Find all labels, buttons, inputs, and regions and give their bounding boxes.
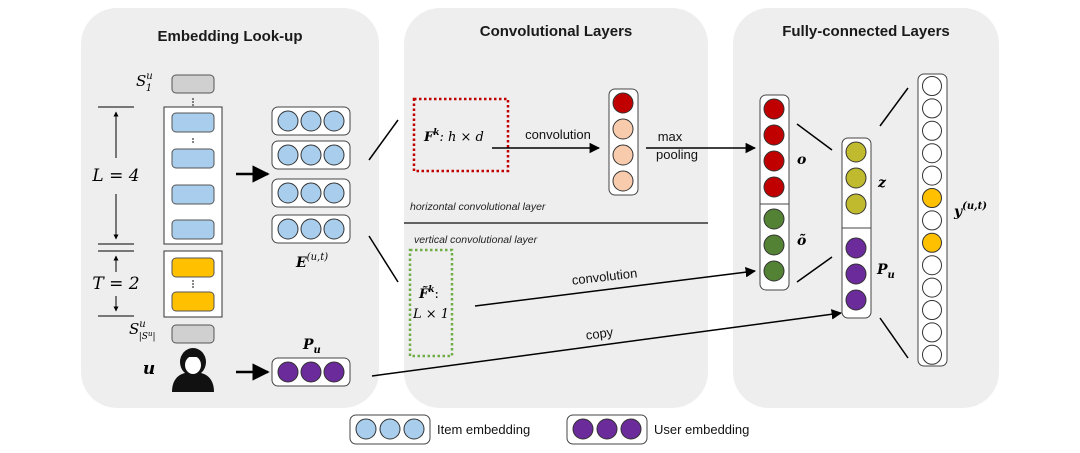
label-vertical-layer: vertical convolutional layer (414, 234, 538, 246)
legend-item (349, 414, 431, 445)
label-pooling: pooling (656, 147, 698, 162)
label-convolution-v: convolution (571, 265, 638, 287)
label-copy: copy (585, 324, 615, 343)
sequence-last-item (171, 324, 215, 344)
label-Pu-right: Pu (876, 262, 895, 281)
label-convolution-h: convolution (525, 127, 591, 142)
arrow-copy (371, 309, 843, 377)
label-z: z (877, 175, 887, 191)
bracket-T (98, 250, 134, 317)
label-L: L = 4 (91, 166, 139, 186)
fc-line-z-y-bottom (879, 317, 909, 359)
window-item-3 (171, 184, 215, 205)
bracket-L (98, 106, 134, 245)
dots-top (192, 98, 194, 106)
window-item-2 (171, 148, 215, 169)
user-icon (172, 348, 214, 392)
panel-title-conv: Convolutional Layers (480, 23, 633, 40)
window-item-1 (171, 112, 215, 133)
output-unit (922, 210, 942, 231)
label-sn: Su|Su| (129, 319, 156, 342)
label-Fk-vertical: F̃k: (418, 285, 439, 302)
user-embedding-Pu (271, 357, 351, 387)
target-item-2 (171, 291, 215, 312)
panel-title-embedding: Embedding Look-up (158, 28, 303, 45)
fc-line-o-z-bottom (796, 256, 833, 283)
horizontal-conv-output (608, 88, 639, 196)
output-unit (922, 322, 942, 343)
output-unit (922, 98, 942, 119)
concat-o-otilde (759, 94, 790, 291)
sequence-first-item (171, 74, 215, 94)
output-unit (922, 277, 942, 298)
label-T: T = 2 (92, 274, 139, 294)
dots-target (192, 280, 194, 288)
output-unit (922, 188, 942, 208)
horizontal-filter (412, 97, 510, 173)
output-unit (922, 300, 942, 320)
vertical-filter (408, 248, 454, 358)
window-item-4 (171, 219, 215, 240)
label-y: y(u,t) (953, 201, 987, 220)
arrow-vertical-conv (474, 266, 757, 307)
legend-user (566, 414, 648, 445)
output-unit (922, 76, 942, 96)
label-Fk-vertical-dim: L × 1 (412, 307, 449, 322)
output-unit (922, 232, 942, 253)
panel-title-fc: Fully-connected Layers (782, 23, 950, 40)
output-unit (922, 165, 942, 186)
label-E: E(u,t) (295, 252, 328, 271)
dots-mid (192, 138, 194, 143)
label-Pu-left: Pu (302, 337, 321, 356)
embedding-matrix-E (271, 106, 351, 244)
label-horizontal-layer: horizontal convolutional layer (410, 201, 546, 213)
line-E-to-horizontal (368, 119, 399, 161)
label-max: max (658, 129, 683, 144)
fc-line-z-y-top (879, 87, 909, 127)
legend-item-label: Item embedding (437, 422, 530, 437)
label-Fk-horizontal: Fk: h × d (423, 128, 484, 145)
legend-user-label: User embedding (654, 422, 749, 437)
panel-embedding (81, 8, 379, 408)
label-o-tilde: õ (797, 232, 806, 249)
output-unit (922, 143, 942, 164)
label-user: u (143, 359, 155, 379)
output-unit (922, 255, 942, 276)
label-o: o (797, 152, 806, 168)
target-item-1 (171, 257, 215, 278)
output-y (917, 73, 948, 367)
line-E-to-vertical (368, 235, 399, 283)
fc-line-o-z-top (796, 123, 833, 151)
output-unit (922, 344, 942, 365)
concat-z-Pu (841, 137, 872, 319)
output-unit (922, 120, 942, 141)
